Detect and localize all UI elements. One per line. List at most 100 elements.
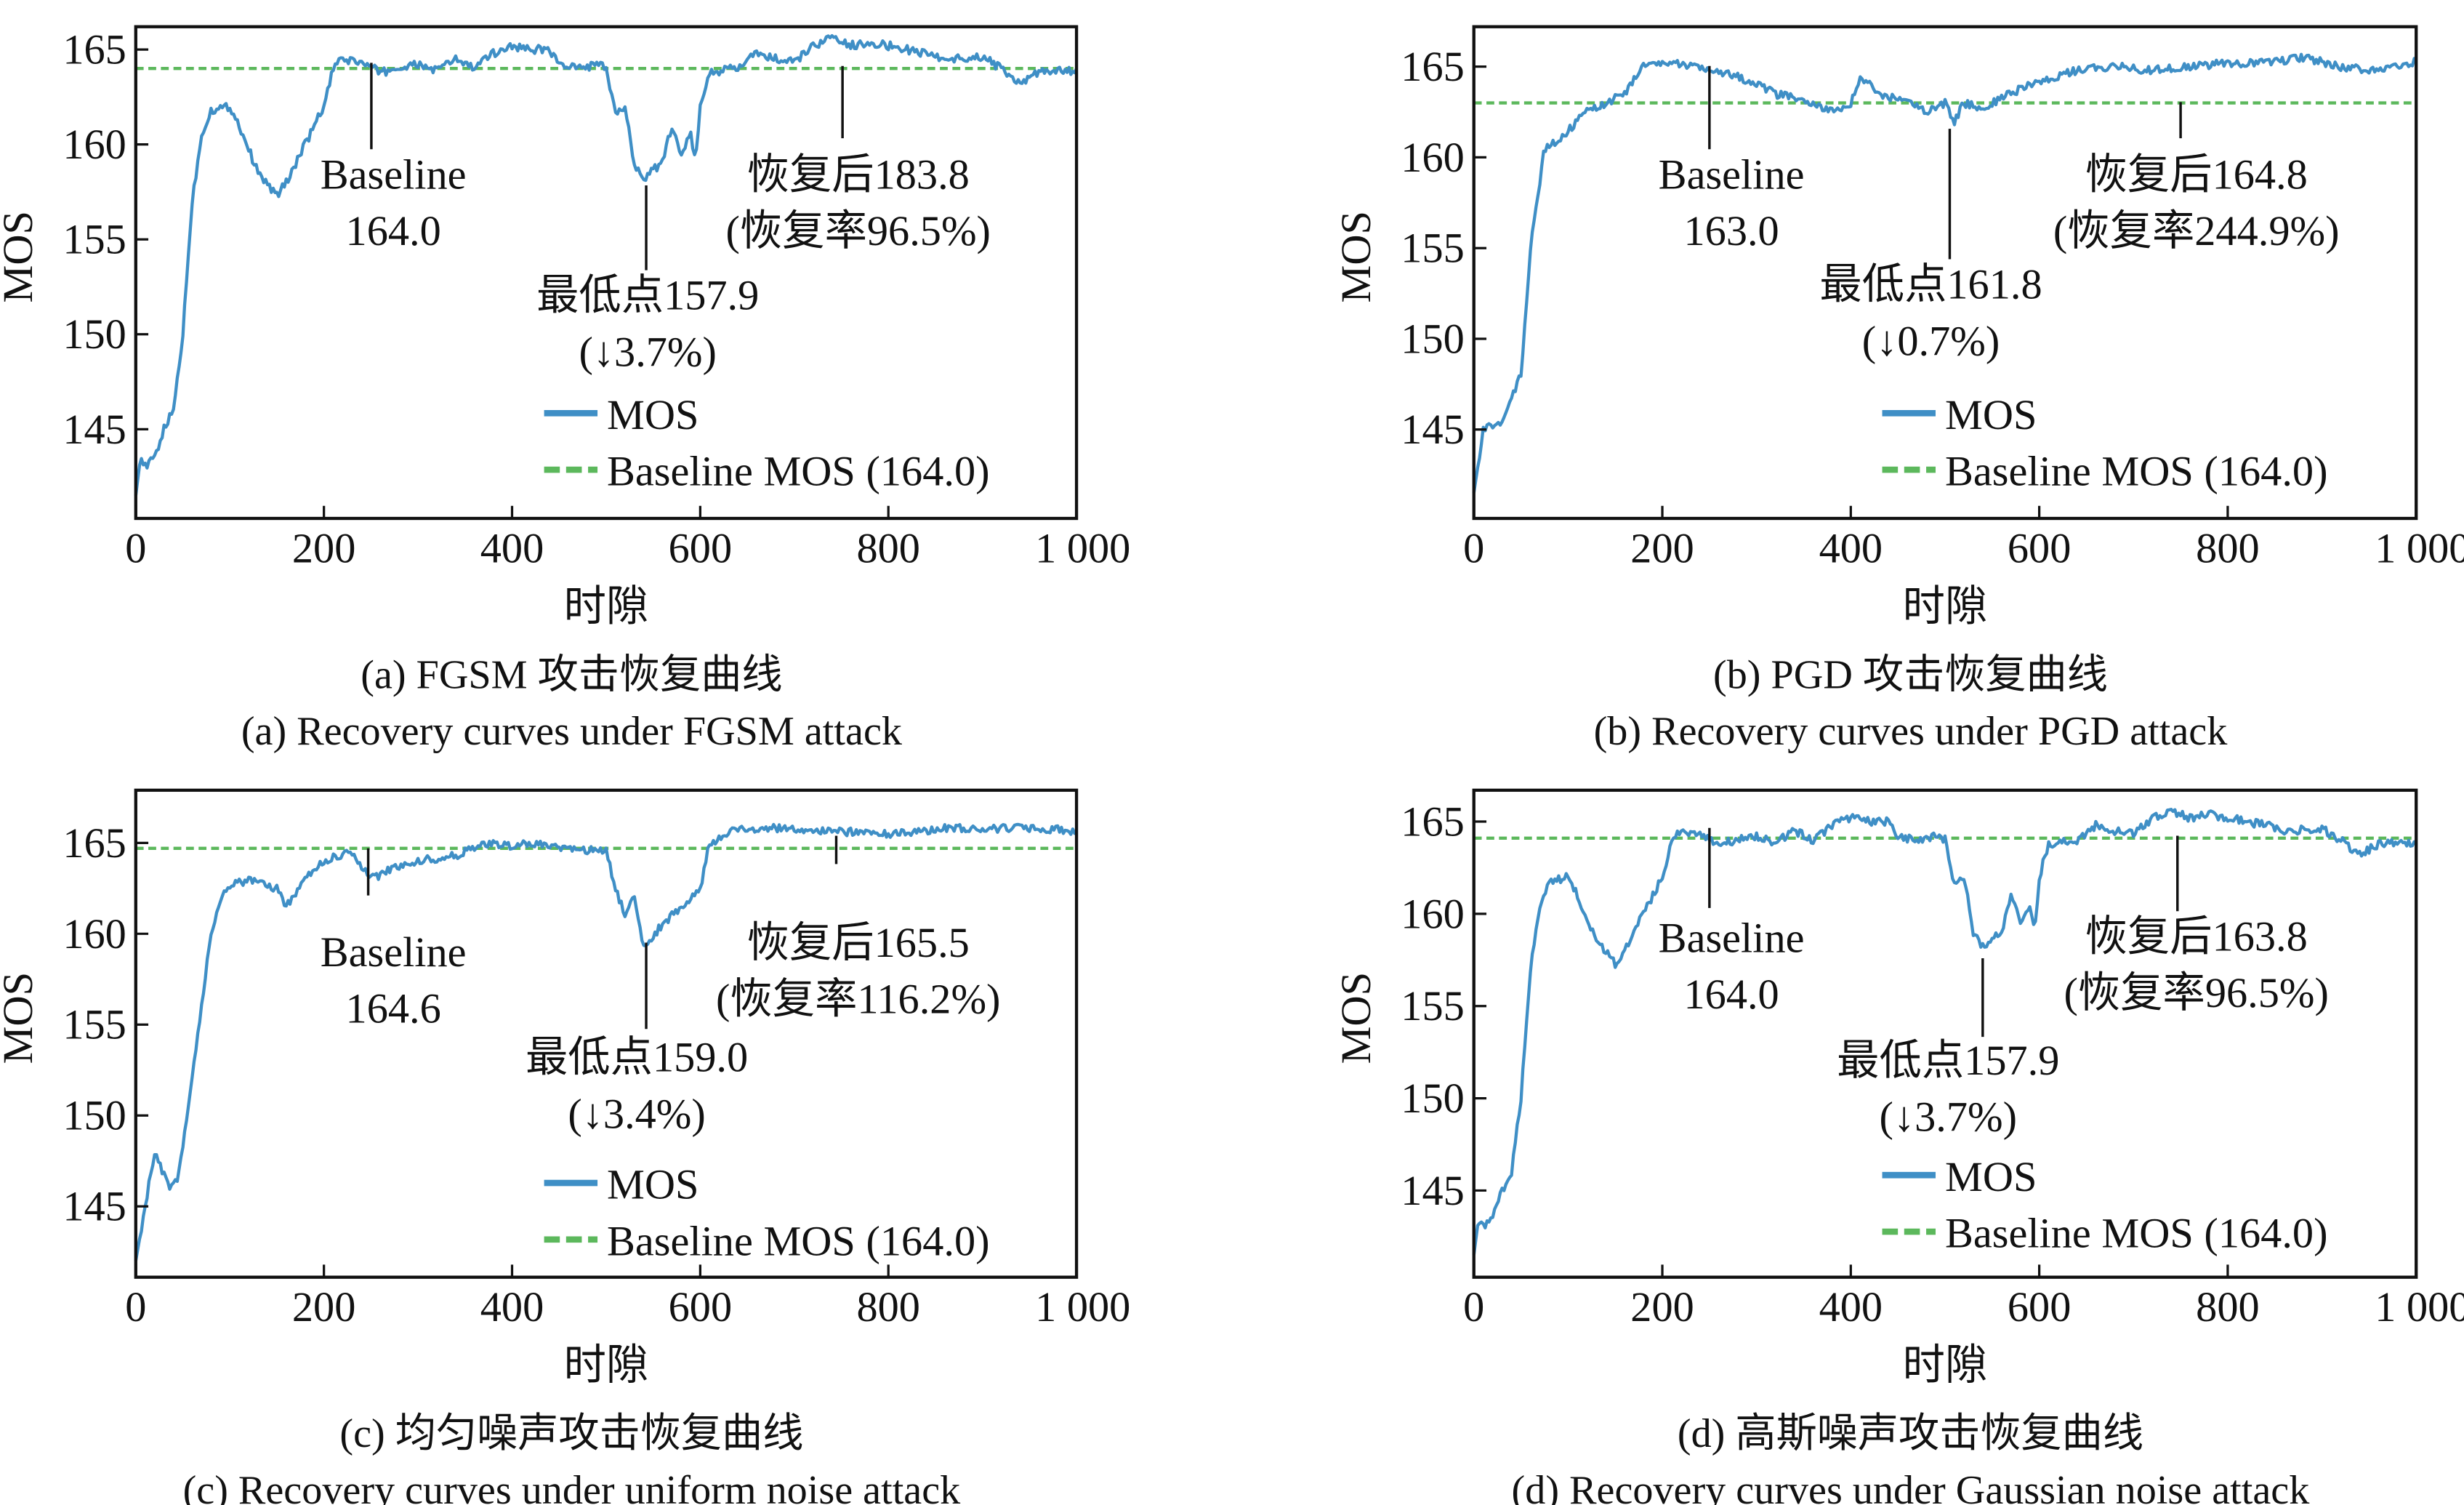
legend-baseline-label: Baseline MOS (164.0) [1945,448,2328,495]
x-axis-label: 时隙 [564,1341,649,1389]
chart-panel-c: 0 200 400 600 800 1 000 145 150 155 160 165 时隙 MOS Ba… [0,788,1130,1505]
caption-chinese: (b) PGD 攻击恢复曲线 [1713,652,2108,697]
y-tick-label: 155 [1401,982,1465,1030]
caption-english: (d) Recovery curves under Gaussian noise… [1512,1468,2311,1505]
x-tick-label: 200 [292,525,356,572]
x-tick-label: 1 000 [2375,525,2464,572]
y-tick-label: 160 [63,121,126,168]
y-tick-label: 160 [63,910,126,958]
legend-baseline-label: Baseline MOS (164.0) [1945,1210,2328,1257]
axes-frame [1472,25,2418,521]
axes-frame [134,25,1079,521]
caption-english: (b) Recovery curves under PGD attack [1594,709,2229,754]
y-axis-label: MOS [0,211,41,302]
x-tick-label: 200 [292,1283,356,1331]
caption-english: (a) Recovery curves under FGSM attack [241,709,903,754]
x-tick-label: 1 000 [2375,1283,2464,1331]
x-tick-label: 1 000 [1035,1283,1130,1331]
y-tick-label: 145 [63,406,126,453]
y-tick-label: 150 [1401,1075,1465,1122]
x-tick-label: 600 [669,525,733,572]
x-tick-label: 200 [1630,525,1694,572]
legend-mos-label: MOS [1945,391,2037,438]
y-tick-label: 165 [1401,798,1465,845]
y-tick-label: 165 [63,26,126,73]
x-tick-label: 400 [480,525,544,572]
lowest-annotation-title: 最低点161.8 [1819,261,2042,308]
recovered-annotation-value: (恢复率244.9%) [2053,207,2340,254]
x-tick-label: 200 [1630,1283,1694,1331]
lowest-annotation-value: (↓0.7%) [1862,317,2000,364]
y-tick-label: 150 [1401,315,1465,362]
y-tick-label: 150 [63,1092,126,1139]
recovered-annotation-title: 恢复后165.5 [747,919,970,966]
y-tick-label: 160 [1401,890,1465,937]
caption-chinese: (a) FGSM 攻击恢复曲线 [361,652,782,697]
mos-series-line [134,33,1079,496]
x-tick-label: 400 [480,1283,544,1331]
recovered-annotation-title: 恢复后164.8 [2085,150,2308,198]
recovered-annotation-value: (恢复率96.5%) [2064,969,2329,1016]
caption-english: (c) Recovery curves under uniform noise … [183,1468,962,1505]
y-tick-label: 165 [63,819,126,867]
axes-frame [134,788,1079,1279]
recovered-annotation-title: 恢复后183.8 [747,150,970,198]
x-tick-label: 800 [856,1283,920,1331]
lowest-annotation-value: (↓3.4%) [568,1090,706,1137]
y-tick-label: 165 [1401,43,1465,90]
x-tick-label: 0 [125,525,146,572]
lowest-annotation-value: (↓3.7%) [1880,1093,2018,1141]
x-axis-label: 时隙 [564,582,649,630]
lowest-annotation-title: 最低点159.0 [526,1034,748,1081]
legend-baseline-label: Baseline MOS (164.0) [607,448,990,495]
baseline-annotation-title: Baseline [1659,150,1805,198]
lowest-annotation-title: 最低点157.9 [536,272,759,319]
lowest-annotation-title: 最低点157.9 [1837,1037,2059,1084]
x-tick-label: 800 [2196,1283,2260,1331]
axes-frame [1472,788,2418,1279]
x-tick-label: 1 000 [1035,525,1130,572]
x-tick-label: 0 [1463,1283,1484,1331]
y-tick-label: 155 [63,1001,126,1048]
baseline-annotation-title: Baseline [1659,914,1805,961]
mos-series-line [134,822,1078,1261]
caption-chinese: (d) 高斯噪声攻击恢复曲线 [1678,1411,2143,1456]
x-tick-label: 0 [1463,525,1484,572]
recovered-annotation-value: (恢复率96.5%) [725,207,990,254]
mos-series-line [1472,808,2417,1256]
recovered-annotation-value: (恢复率116.2%) [716,976,1001,1023]
x-axis-label: 时隙 [1903,1341,1988,1389]
x-axis-label: 时隙 [1903,582,1988,630]
baseline-annotation-title: Baseline [321,928,467,976]
caption-chinese: (c) 均匀噪声攻击恢复曲线 [339,1411,803,1456]
baseline-annotation-value: 164.0 [346,207,441,254]
x-tick-label: 400 [1819,1283,1883,1331]
y-tick-label: 145 [63,1183,126,1230]
baseline-annotation-value: 163.0 [1683,207,1779,254]
x-tick-label: 800 [2196,525,2260,572]
x-tick-label: 600 [669,1283,733,1331]
x-tick-label: 0 [125,1283,146,1331]
y-tick-label: 155 [1401,225,1465,272]
legend-baseline-label: Baseline MOS (164.0) [607,1217,990,1264]
y-tick-label: 145 [1401,1167,1465,1214]
y-axis-label: MOS [0,972,41,1064]
y-axis-label: MOS [1332,972,1380,1064]
y-tick-label: 150 [63,310,126,358]
baseline-annotation-title: Baseline [321,150,467,198]
recovered-annotation-title: 恢复后163.8 [2085,912,2308,960]
lowest-annotation-value: (↓3.7%) [579,328,717,375]
legend-mos-label: MOS [1945,1153,2037,1200]
x-tick-label: 800 [856,525,920,572]
baseline-annotation-value: 164.6 [346,985,441,1032]
mos-series-line [1472,52,2417,494]
legend-mos-label: MOS [607,1161,698,1208]
legend-mos-label: MOS [607,391,698,438]
y-tick-label: 160 [1401,134,1465,181]
x-tick-label: 400 [1819,525,1883,572]
x-tick-label: 600 [2008,525,2071,572]
